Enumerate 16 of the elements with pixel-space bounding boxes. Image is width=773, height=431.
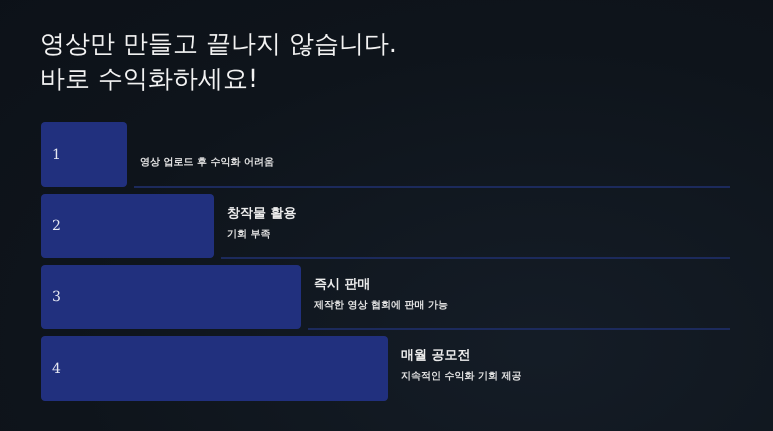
step-heading: 즉시 판매 — [314, 276, 371, 293]
step-description: 제작한 영상 협회에 판매 가능 — [314, 299, 448, 312]
step-description: 지속적인 수익화 기회 제공 — [401, 370, 522, 383]
step-number: 4 — [52, 360, 61, 376]
step-number: 1 — [52, 146, 61, 162]
slide-title: 영상만 만들고 끝나지 않습니다. 바로 수익화하세요! — [40, 28, 398, 95]
step-description: 기회 부족 — [227, 228, 270, 241]
step-heading: 매월 공모전 — [401, 347, 471, 364]
step-heading: 창작물 활용 — [227, 205, 297, 222]
step-bar — [41, 122, 127, 187]
step-bar — [41, 265, 301, 329]
step-number: 3 — [52, 289, 61, 305]
step-number: 2 — [52, 218, 61, 234]
step-bar — [41, 336, 388, 401]
step-bar — [41, 194, 214, 258]
step-description: 영상 업로드 후 수익화 어려움 — [140, 156, 274, 169]
